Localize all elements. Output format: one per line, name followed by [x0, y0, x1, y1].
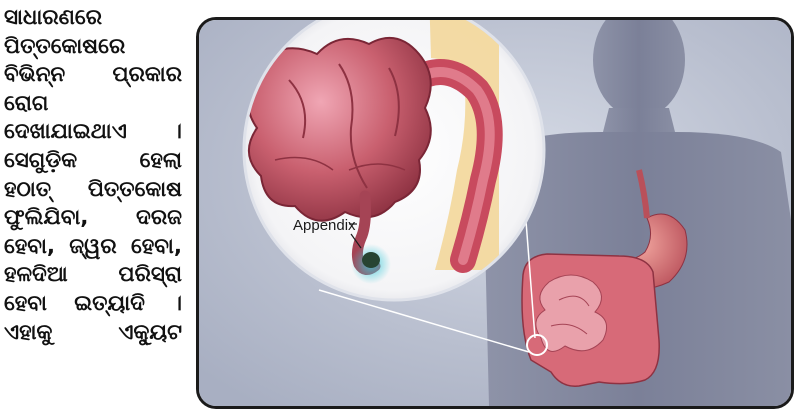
text-line-2: ପିତ୍ତକୋଷରେ: [4, 33, 182, 62]
text-line-3: ବିଭିନ୍ନ ପ୍ରକାର: [4, 61, 182, 90]
appendix-illustration: Appendix: [196, 17, 794, 409]
text-line-8: ଫୁଲିଯିବା, ଦରଜ: [4, 204, 182, 233]
text-line-6: ସେଗୁଡ଼ିକ ହେଲା: [4, 147, 182, 176]
text-line-9: ହେବା, ଜ୍ୱର ହେବା,: [4, 233, 182, 262]
text-line-1: ସାଧାରଣରେ: [4, 4, 182, 33]
text-line-11: ହେବା ଇତ୍ୟାଦି ।: [4, 290, 182, 319]
text-line-4: ରୋଗ: [4, 90, 182, 119]
text-line-12: ଏହାକୁ ଏକ୍ୟୁଟ: [4, 319, 182, 348]
text-line-10: ହଳଦିଆ ପରିସ୍ରା: [4, 261, 182, 290]
text-line-7: ହଠାତ୍ ପିତ୍ତକୋଷ: [4, 176, 182, 205]
appendix-callout-label: Appendix: [293, 217, 356, 234]
appendix-illustration-svg: Appendix: [199, 20, 791, 406]
text-line-5: ଦେଖାଯାଇଥାଏ ।: [4, 118, 182, 147]
magnified-view: Appendix: [244, 20, 544, 300]
paragraph-text: ସାଧାରଣରେ ପିତ୍ତକୋଷରେ ବିଭିନ୍ନ ପ୍ରକାର ରୋଗ ଦ…: [4, 4, 182, 347]
